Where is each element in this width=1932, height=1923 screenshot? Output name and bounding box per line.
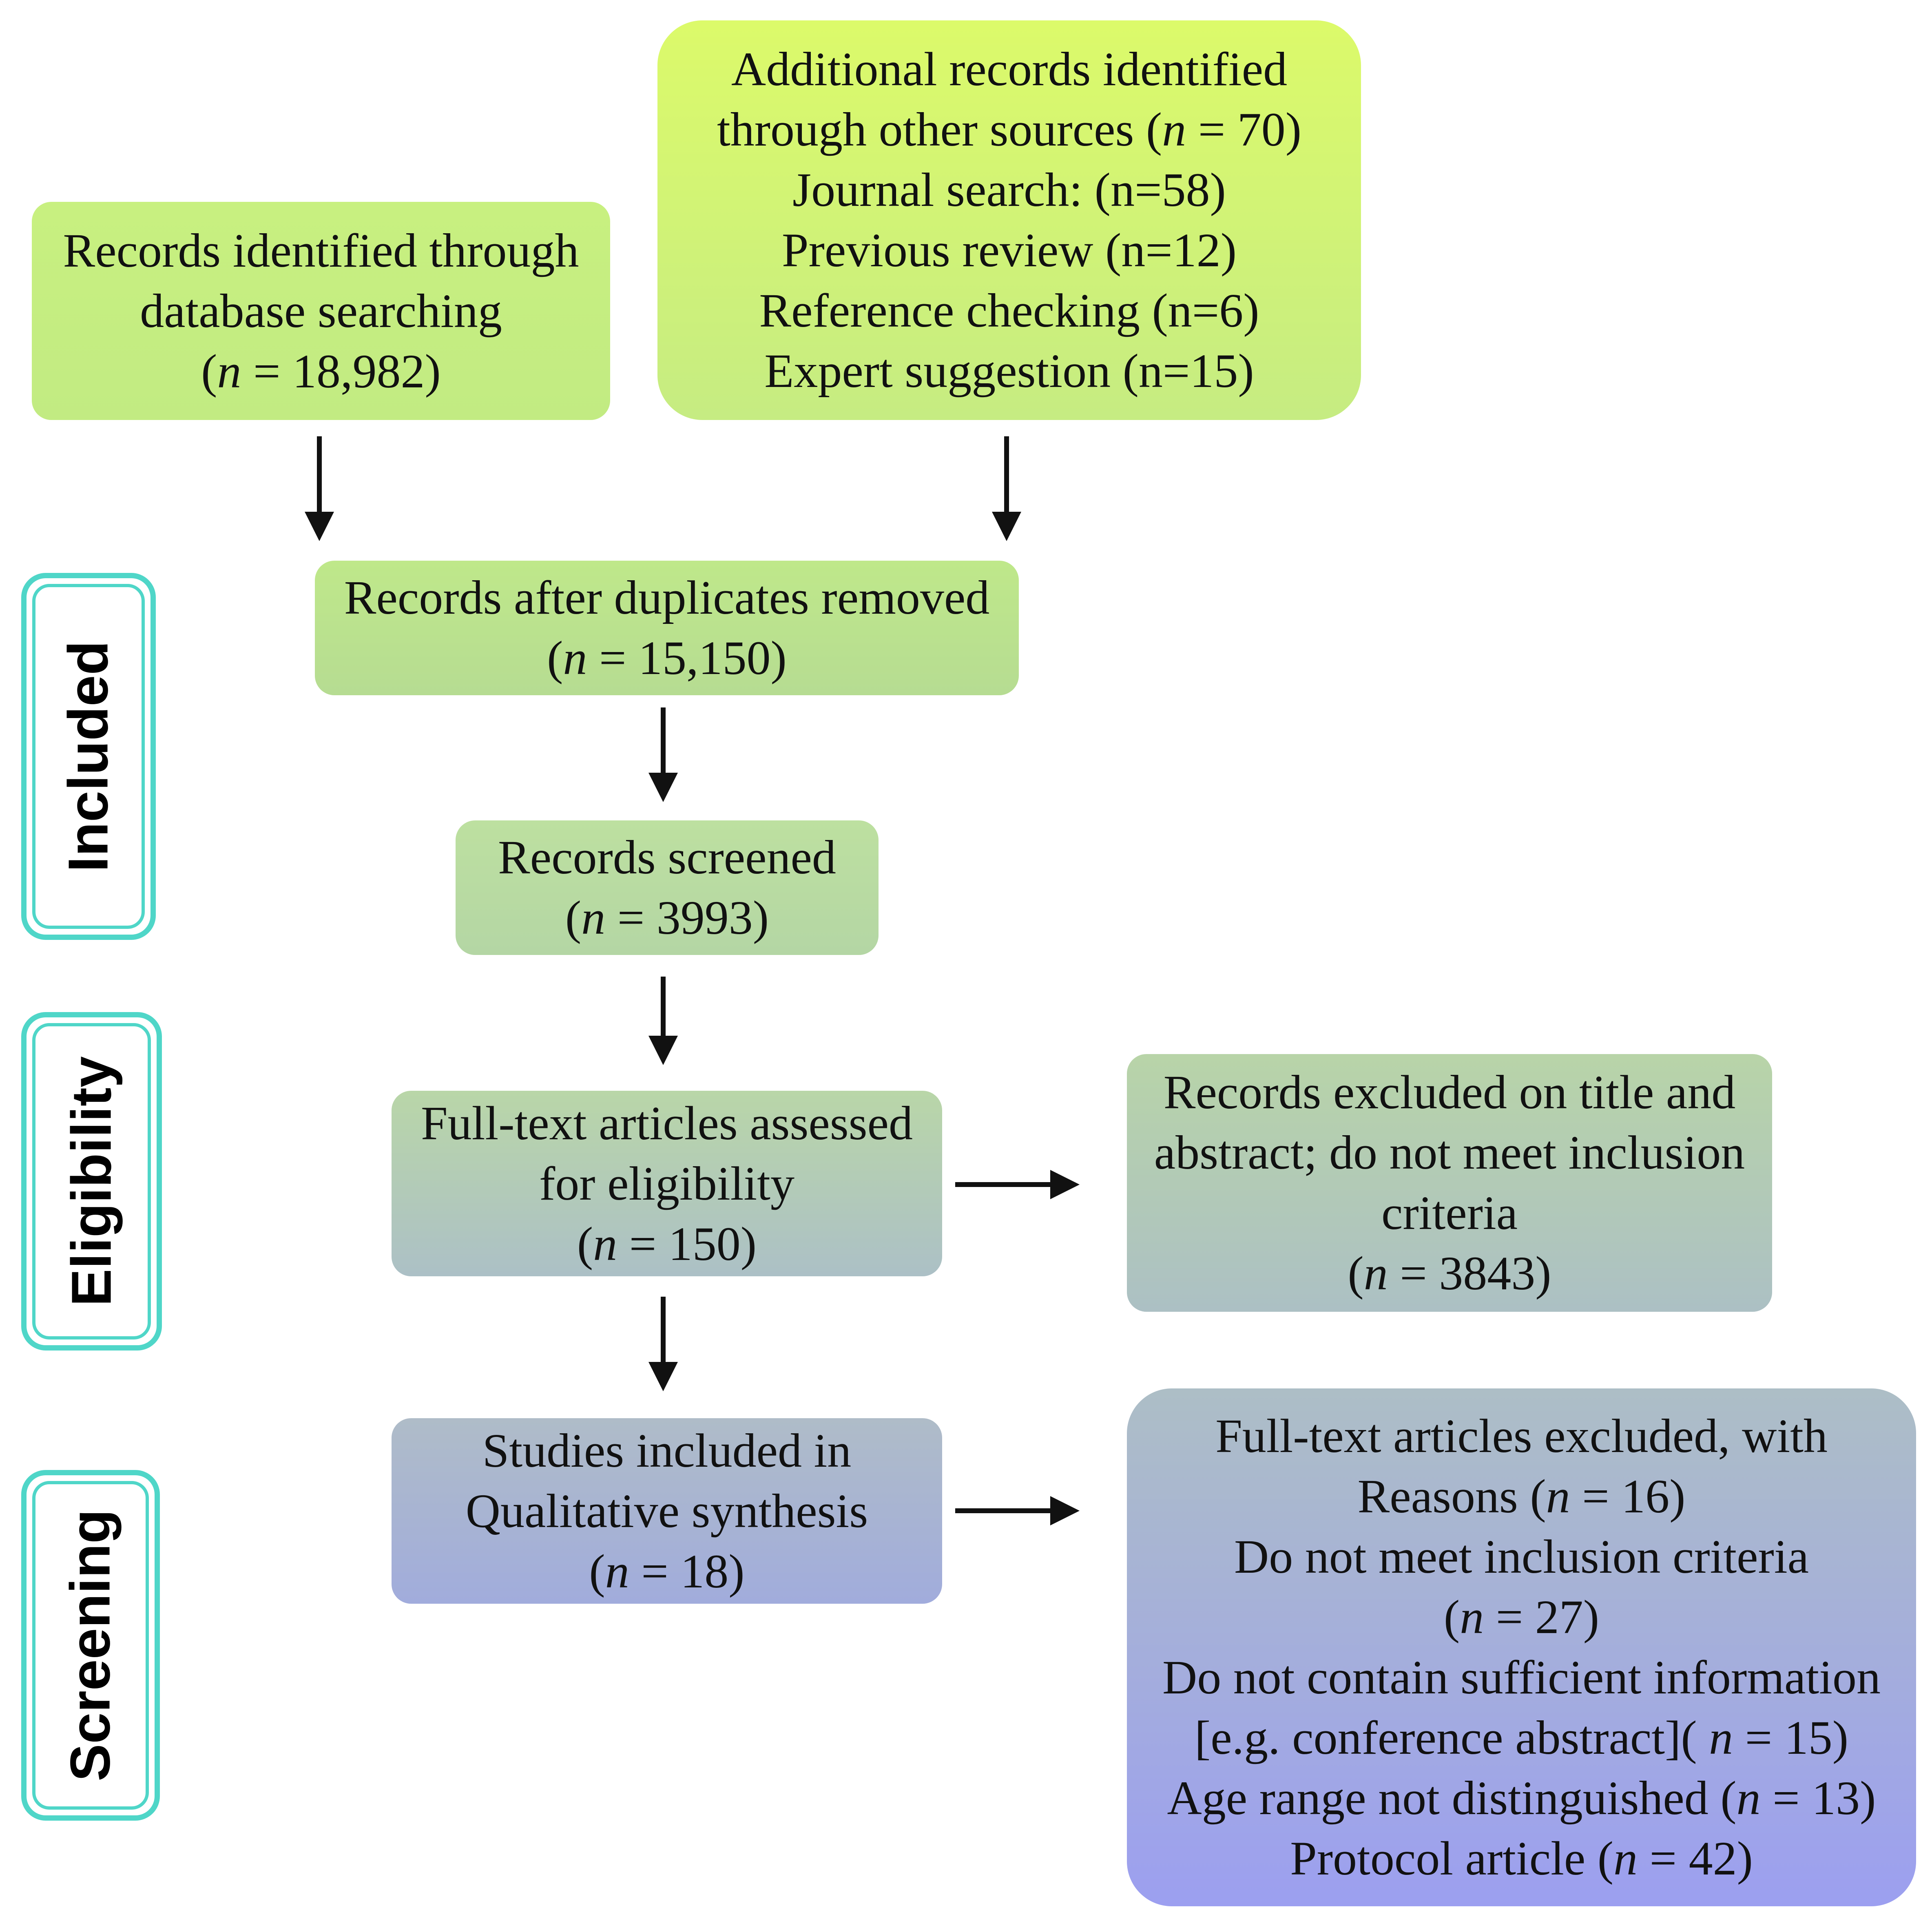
- box-excluded-title-abstract: Records excluded on title and abstract; …: [1127, 1054, 1772, 1312]
- box-duplicates-removed: Records after duplicates removed (n = 15…: [315, 561, 1019, 695]
- screened-line-2: (n = 3993): [565, 891, 769, 944]
- excluded-fulltext-line-7: Age range not distinguished (n = 13): [1167, 1771, 1876, 1825]
- box-database-records: Records identified through database sear…: [32, 202, 610, 420]
- database-line-1: Records identified through: [63, 223, 579, 277]
- excluded-fulltext-line-5: Do not contain sufficient information: [1162, 1651, 1881, 1704]
- excluded-fulltext-line-6: [e.g. conference abstract]( n = 15): [1195, 1711, 1848, 1764]
- stage-screening-label: Screening: [59, 1509, 122, 1782]
- excluded-title-line-3: criteria: [1381, 1186, 1518, 1240]
- excluded-fulltext-line-3: Do not meet inclusion criteria: [1234, 1530, 1809, 1583]
- other-line-1: Additional records identified: [731, 42, 1288, 96]
- excluded-fulltext-line-2: Reasons (n = 16): [1357, 1470, 1686, 1523]
- included-line-2: Qualitative synthesis: [465, 1484, 868, 1538]
- stage-eligibility-label: Eligibility: [60, 1056, 123, 1306]
- box-fulltext-assessed: Full-text articles assessed for eligibil…: [392, 1091, 942, 1276]
- other-line-journal: Journal search: (n=58): [792, 163, 1226, 217]
- excluded-fulltext-line-8: Protocol article (n = 42): [1290, 1832, 1753, 1885]
- other-line-previous: Previous review (n=12): [781, 223, 1237, 277]
- box-other-sources: Additional records identified through ot…: [657, 20, 1361, 420]
- included-line-1: Studies included in: [482, 1423, 852, 1477]
- box-studies-included: Studies included in Qualitative synthesi…: [392, 1418, 942, 1604]
- other-line-2: through other sources (n = 70): [717, 103, 1302, 156]
- duplicates-line-1: Records after duplicates removed: [344, 571, 990, 624]
- stage-eligibility: Eligibility: [21, 1012, 162, 1351]
- fulltext-line-3: (n = 150): [577, 1217, 757, 1271]
- fulltext-line-1: Full-text articles assessed: [421, 1096, 913, 1150]
- included-line-3: (n = 18): [589, 1544, 745, 1598]
- box-records-screened: Records screened (n = 3993): [456, 820, 879, 955]
- duplicates-line-2: (n = 15,150): [547, 631, 787, 685]
- excluded-title-line-1: Records excluded on title and: [1163, 1065, 1736, 1119]
- stage-included-label: Included: [57, 641, 120, 872]
- stage-included: Included: [21, 573, 156, 940]
- database-line-2: database searching: [140, 284, 502, 338]
- screened-line-1: Records screened: [498, 831, 836, 884]
- excluded-fulltext-line-4: (n = 27): [1443, 1590, 1600, 1644]
- other-line-expert: Expert suggestion (n=15): [764, 344, 1254, 398]
- stage-screening: Screening: [21, 1470, 160, 1821]
- excluded-fulltext-line-1: Full-text articles excluded, with: [1215, 1409, 1828, 1463]
- database-line-3: (n = 18,982): [201, 344, 441, 398]
- box-fulltext-excluded: Full-text articles excluded, with Reason…: [1127, 1388, 1916, 1906]
- other-line-reference: Reference checking (n=6): [759, 284, 1259, 337]
- excluded-title-line-2: abstract; do not meet inclusion: [1154, 1126, 1745, 1179]
- excluded-title-line-4: (n = 3843): [1348, 1247, 1551, 1300]
- fulltext-line-2: for eligibility: [539, 1156, 794, 1210]
